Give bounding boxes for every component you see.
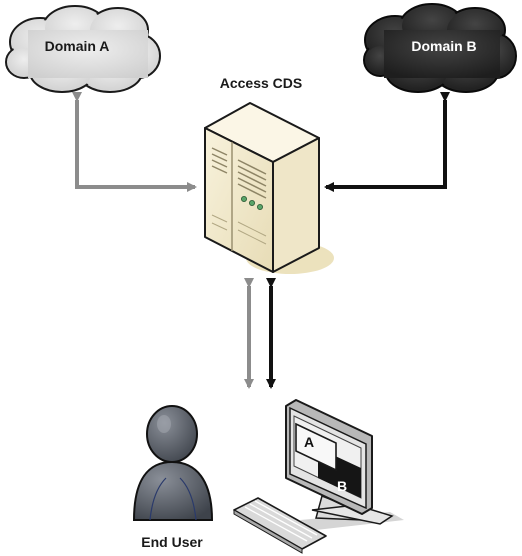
workstation-icon: A B	[233, 399, 404, 554]
arrow-domain-a-cds	[72, 92, 197, 192]
domain-a-label: Domain A	[45, 38, 110, 54]
server-icon	[204, 102, 334, 274]
domain-b-cloud: Domain B	[363, 3, 517, 93]
monitor-window-a-label: A	[304, 434, 314, 450]
end-user-icon	[132, 405, 214, 521]
access-cds-label: Access CDS	[220, 75, 303, 91]
domain-b-label: Domain B	[411, 38, 476, 54]
domain-a-cloud: Domain A	[5, 5, 161, 93]
end-user-label: End User	[141, 534, 203, 550]
monitor-window-b-label: B	[337, 478, 347, 494]
keyboard-icon	[233, 497, 327, 554]
arrow-domain-b-cds	[324, 92, 450, 192]
